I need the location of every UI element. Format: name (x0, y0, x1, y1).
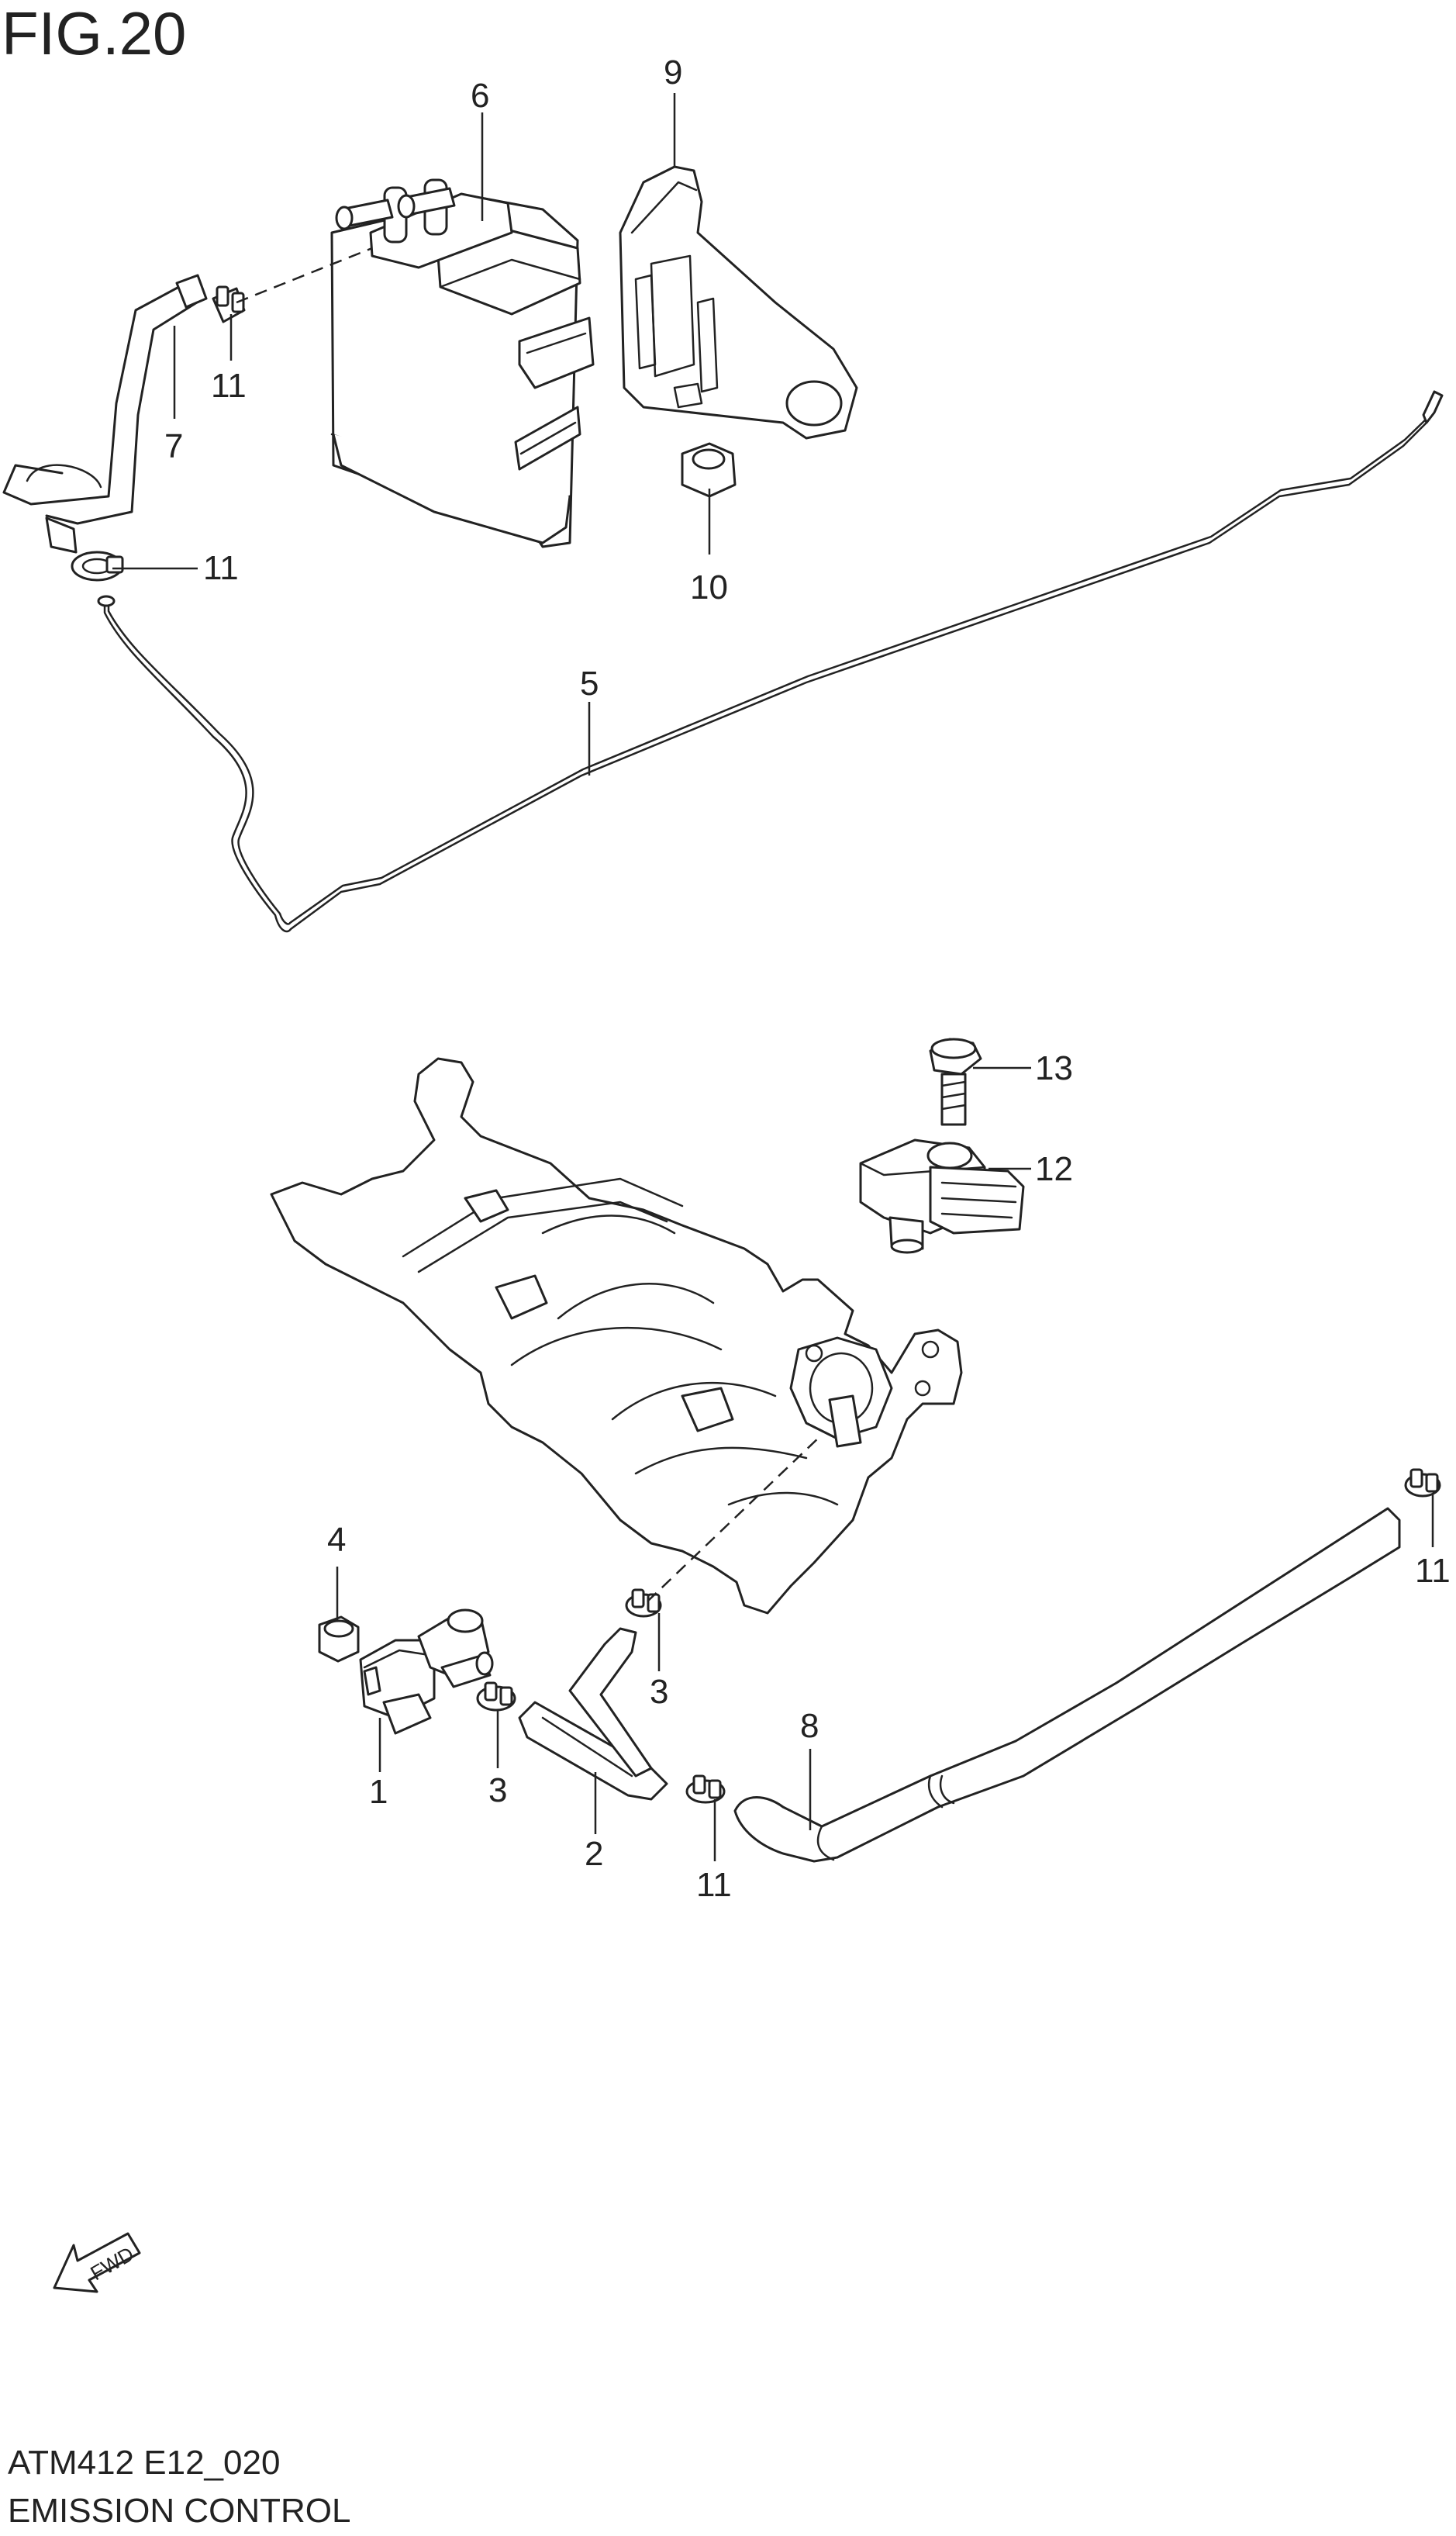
callout-2: 2 (585, 1835, 603, 1873)
sensor-part-12 (859, 1138, 1025, 1254)
callout-11: 11 (211, 367, 247, 405)
leader-lines (112, 93, 1434, 1861)
callout-12: 12 (1035, 1150, 1073, 1188)
hose-part-8 (733, 1507, 1401, 1863)
callout-13: 13 (1035, 1049, 1073, 1087)
callout-10: 10 (690, 568, 728, 606)
clamp-part-3-upper (625, 1588, 662, 1618)
nut-part-10 (681, 442, 737, 498)
hose-part-2 (518, 1627, 668, 1801)
callout-7: 7 (164, 427, 183, 465)
figure-name: EMISSION CONTROL (8, 2492, 351, 2530)
clamp-part-11-lower-a (685, 1774, 726, 1804)
callout-4: 4 (327, 1521, 346, 1559)
fwd-arrow: FWD (53, 2232, 141, 2293)
callout-11: 11 (203, 549, 239, 587)
callout-3: 3 (650, 1673, 668, 1711)
hose-part-7 (2, 274, 208, 554)
callout-5: 5 (580, 665, 599, 703)
alignment-line-upper (236, 247, 373, 304)
clamp-part-11-lower-b (1404, 1468, 1441, 1498)
callout-8: 8 (800, 1707, 819, 1745)
nut-part-4 (318, 1615, 360, 1663)
callout-3: 3 (488, 1771, 507, 1809)
callout-6: 6 (471, 77, 489, 115)
clamp-part-11-upper-b (71, 551, 124, 582)
clamp-part-11-upper-a (212, 285, 246, 323)
solenoid-valve-part-1 (359, 1608, 494, 1735)
callout-1: 1 (369, 1773, 388, 1811)
figure-code: ATM412 E12_020 (8, 2444, 280, 2482)
intake-manifold (270, 1057, 963, 1615)
callout-11: 11 (696, 1866, 732, 1904)
callout-9: 9 (664, 54, 682, 92)
figure-title: FIG.20 (2, 0, 186, 67)
bolt-part-13 (929, 1038, 982, 1126)
canister-part-6 (330, 178, 595, 548)
bracket-part-9 (619, 165, 858, 440)
callout-11: 11 (1415, 1552, 1451, 1590)
clamp-part-3-lower (476, 1681, 516, 1712)
pipe-part-5 (97, 390, 1444, 933)
